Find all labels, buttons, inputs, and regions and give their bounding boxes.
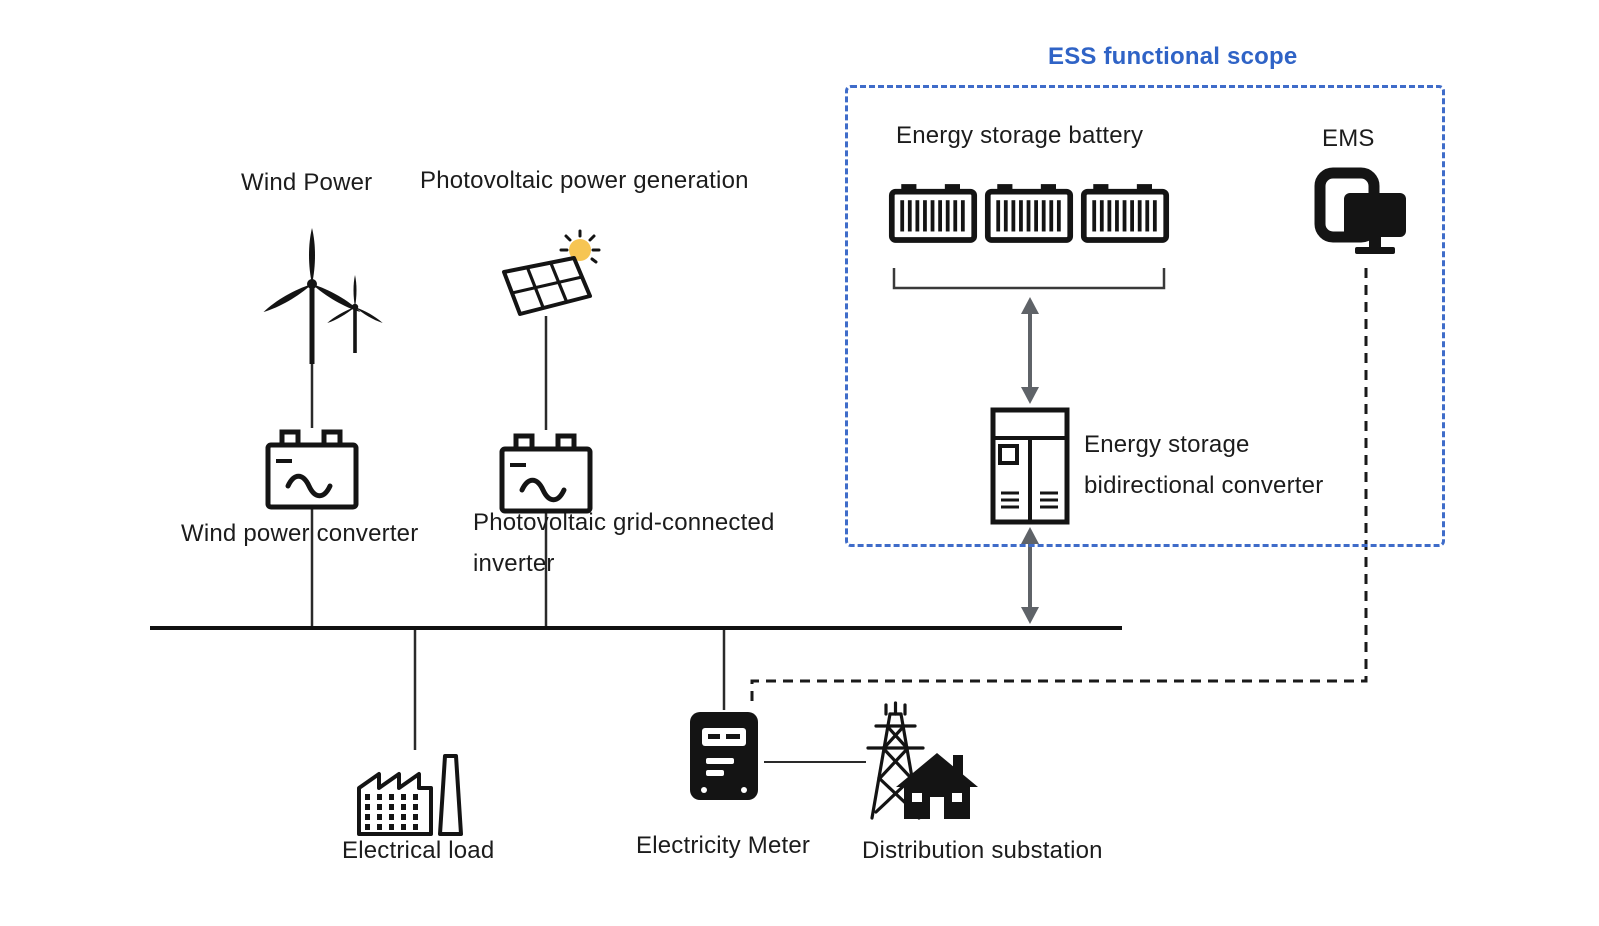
arrowhead-down-2 (1021, 607, 1039, 624)
electricity-meter-label: Electricity Meter (636, 832, 811, 859)
electricity-meter-icon (684, 708, 764, 808)
ems-label: EMS (1322, 125, 1375, 152)
ess-battery-label: Energy storage battery (896, 122, 1144, 149)
storage-battery-icon-3 (1080, 182, 1170, 244)
ess-converter-label-line1: Energy storage (1084, 431, 1250, 458)
ess-converter-label-line2: bidirectional converter (1084, 472, 1324, 499)
pv-inverter-icon (496, 428, 596, 518)
pv-inverter-label-line2: inverter (473, 550, 555, 577)
electrical-load-label: Electrical load (342, 837, 495, 864)
wind-converter-label: Wind power converter (181, 520, 419, 547)
ess-scope-boundary (845, 85, 1445, 547)
distribution-substation-label: Distribution substation (862, 837, 1103, 864)
substation-house-icon (890, 747, 985, 822)
storage-battery-icon-2 (984, 182, 1074, 244)
storage-battery-icon-1 (888, 182, 978, 244)
wind-converter-icon (262, 424, 362, 514)
ess-scope-title: ESS functional scope (1048, 43, 1298, 70)
wind-power-label: Wind Power (241, 169, 373, 196)
pv-generation-label: Photovoltaic power generation (420, 167, 749, 194)
solar-panel-icon (488, 228, 618, 348)
ess-bidirectional-converter-icon (990, 407, 1070, 525)
transmission-tower-icon (858, 700, 933, 820)
wind-turbine-icon (260, 222, 390, 372)
factory-icon (353, 742, 478, 837)
ems-monitor-icon (1310, 165, 1415, 265)
